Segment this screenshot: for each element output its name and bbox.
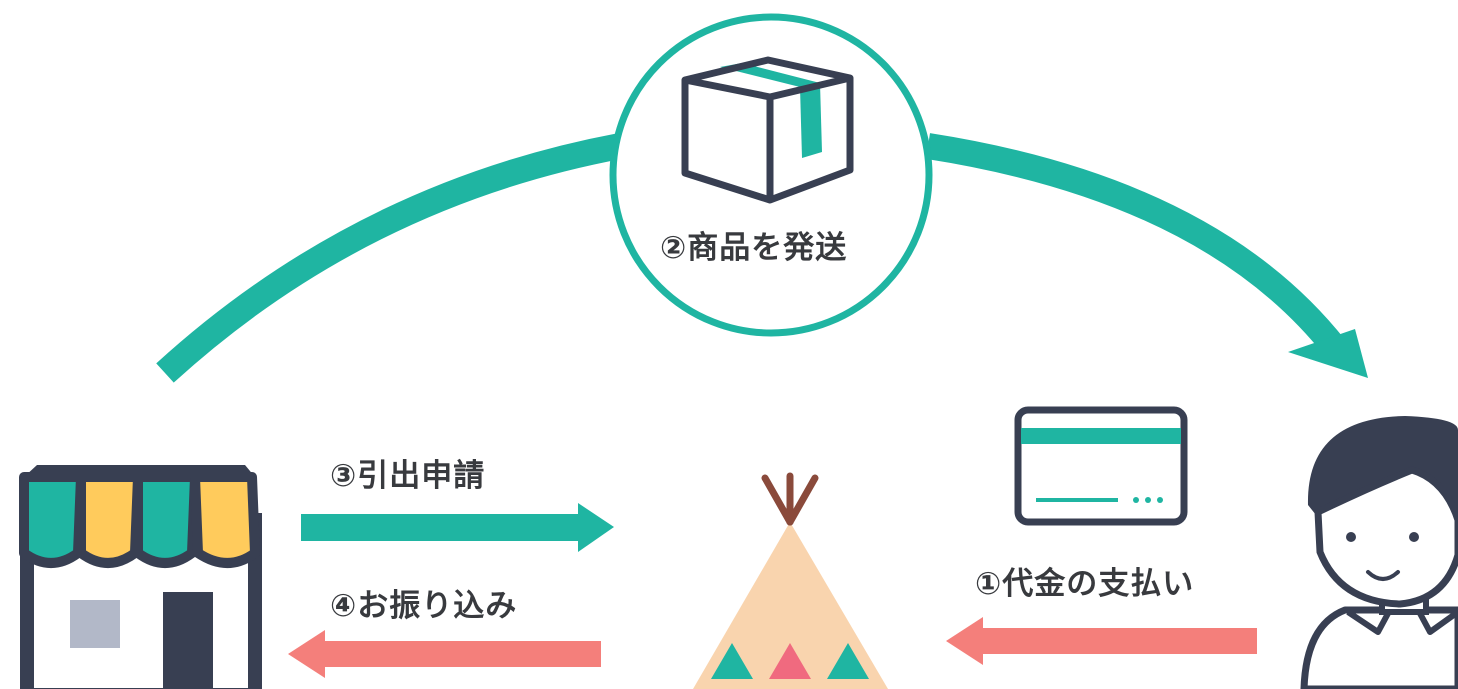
ship-arc-left (156, 133, 623, 383)
ship-arc-arrowhead (1288, 329, 1368, 378)
ship-arc-right (925, 133, 1346, 357)
withdraw-arrow (301, 503, 614, 552)
person-icon (1300, 416, 1458, 689)
credit-card-icon (1014, 406, 1188, 526)
payment-arrow (946, 617, 1257, 665)
transfer-label: ④お振り込み (330, 588, 518, 624)
transfer-arrow (288, 630, 601, 678)
ship-label: ②商品を発送 (660, 230, 848, 266)
shop-icon (19, 465, 262, 689)
withdraw-label: ③引出申請 (330, 458, 486, 494)
payment-label: ①代金の支払い (975, 566, 1195, 602)
box-icon (681, 56, 854, 204)
tent-icon (693, 472, 888, 689)
